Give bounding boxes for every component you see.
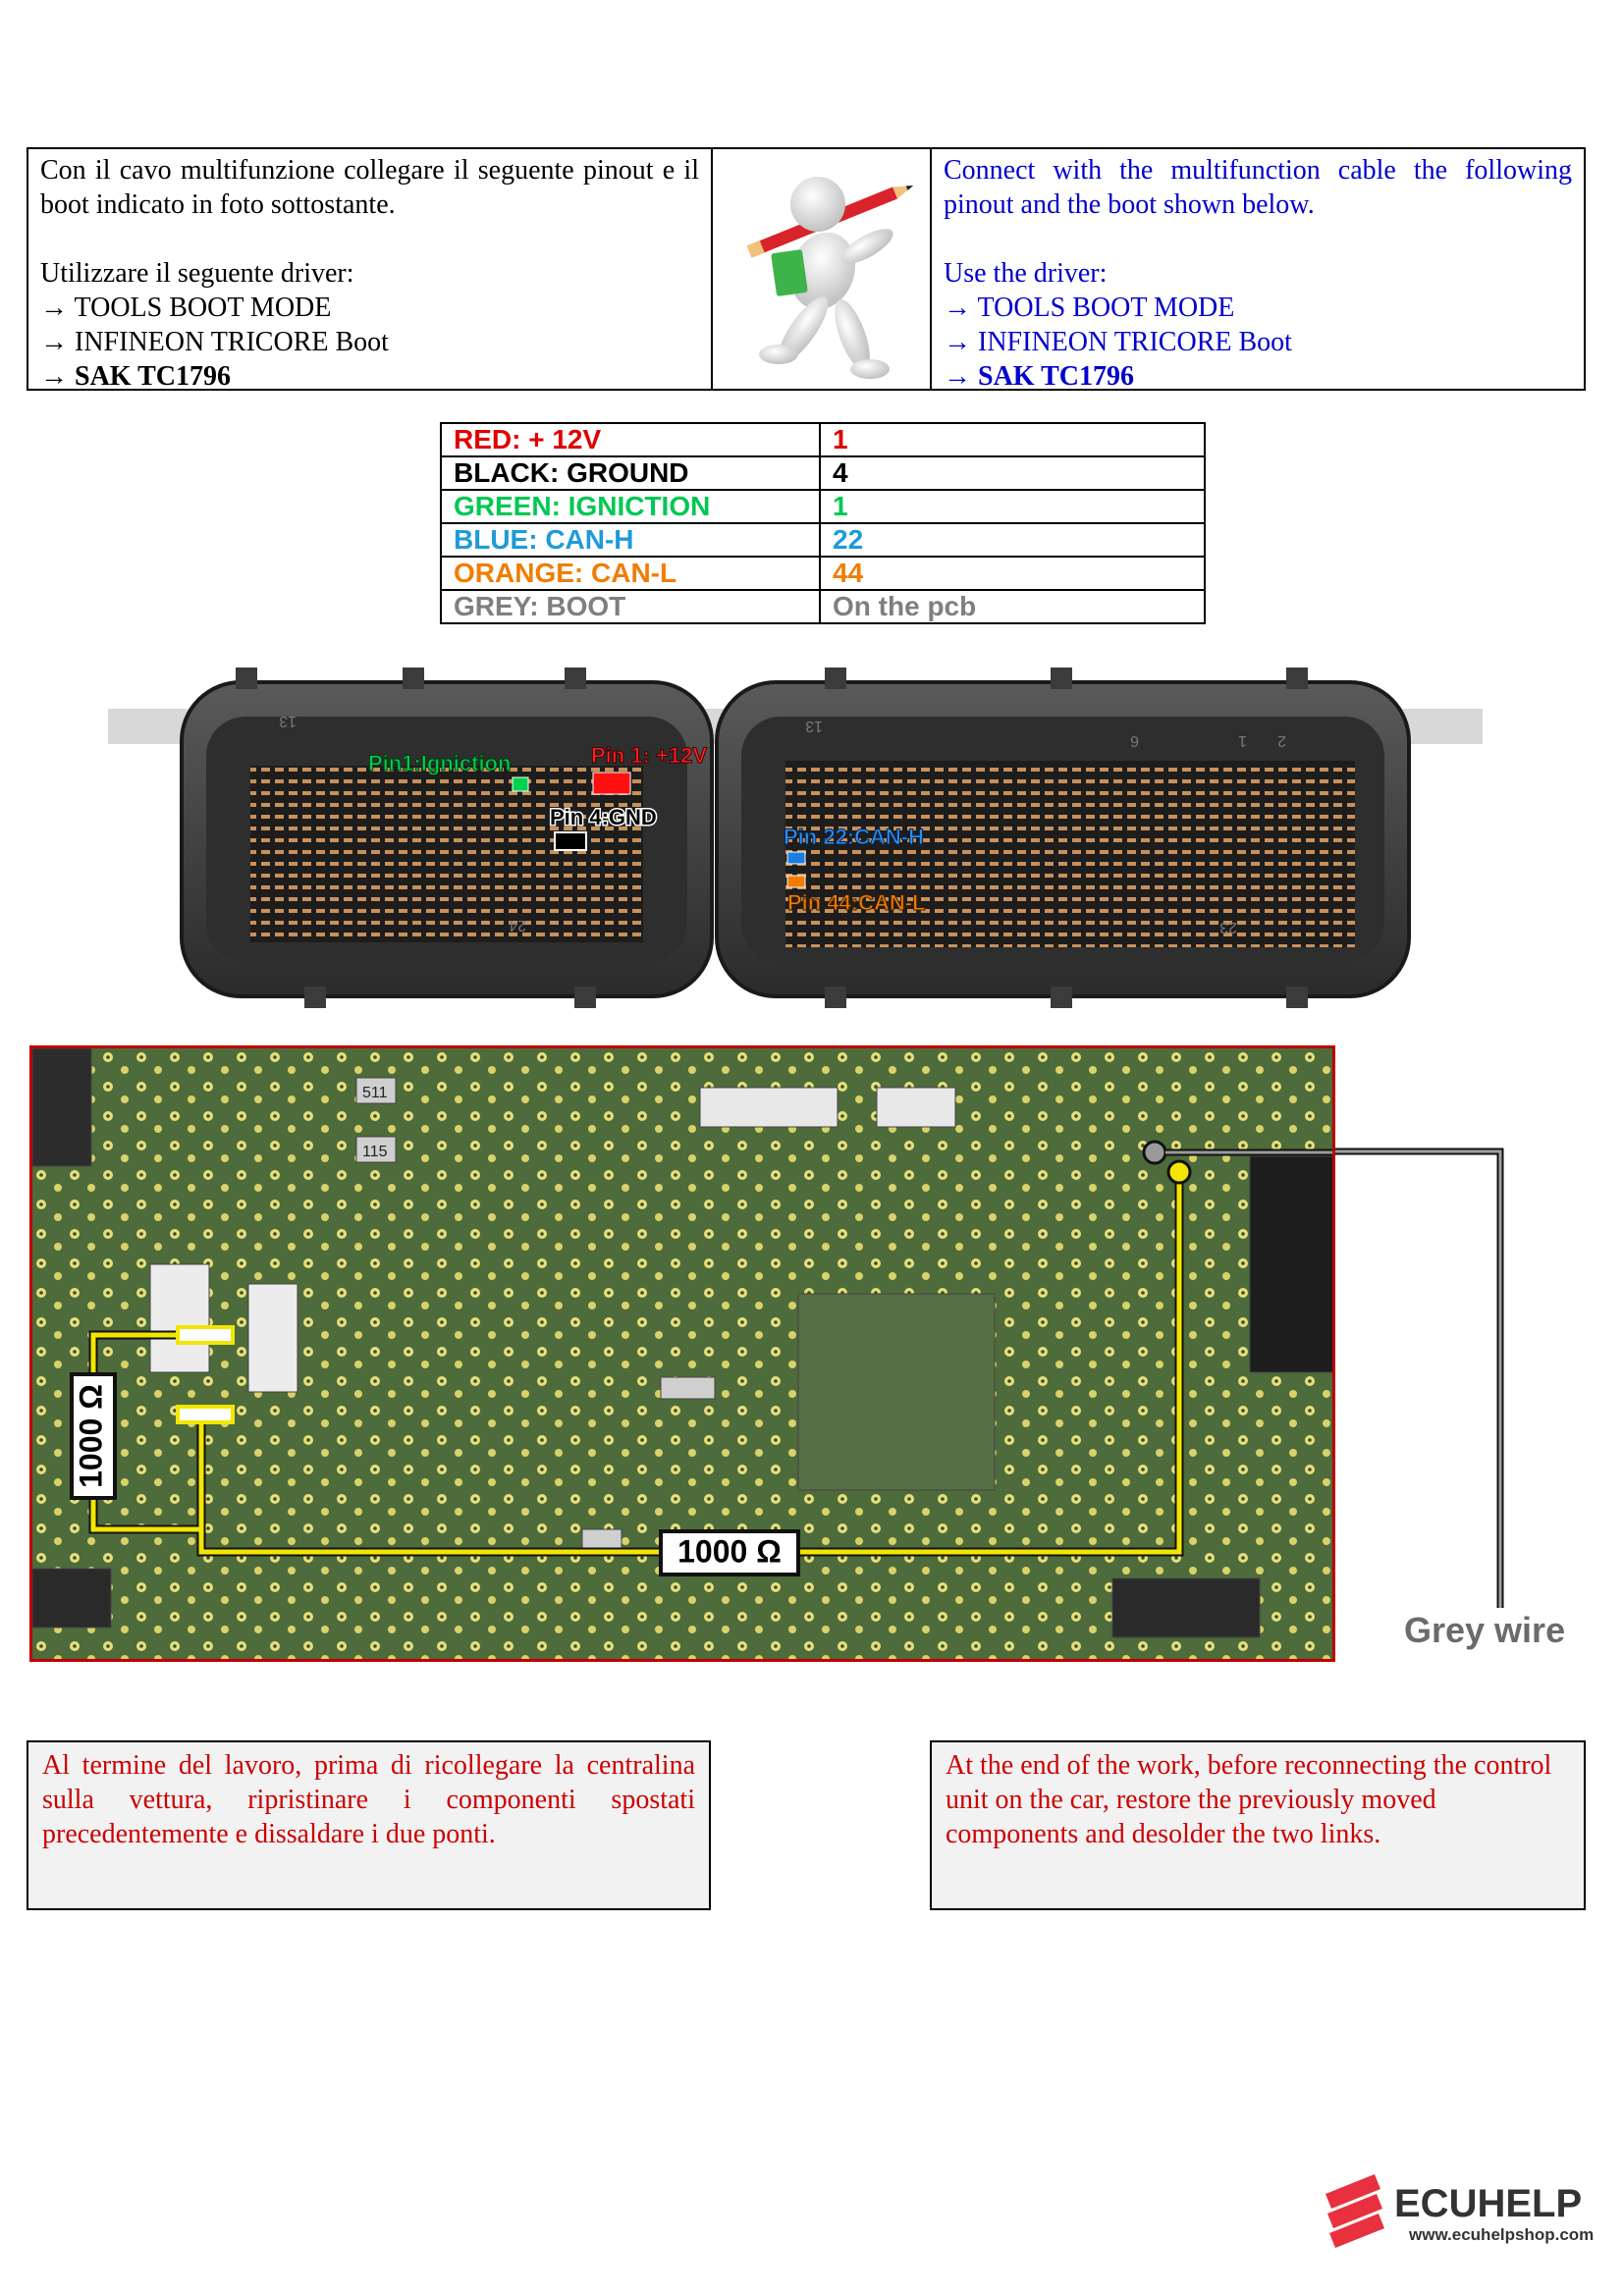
pinout-wire-label: BLUE: CAN-H — [440, 522, 821, 558]
pcb-photo: 511 115 1000 Ω 1000 Ω — [29, 1045, 1335, 1662]
pinout-pin-value: 22 — [819, 522, 1206, 558]
pinout-pin-value: 1 — [819, 422, 1206, 457]
connector-photo: 13 13 6 1 2 23 24 Pin1:Igniction Pin 1: … — [108, 667, 1483, 1008]
pinout-wire-label: GREEN: IGNICTION — [440, 489, 821, 524]
running-figure-icon — [746, 177, 914, 379]
pin-label-can-h: Pin 22:CAN-H — [784, 825, 924, 849]
mold-number: 13 — [279, 713, 297, 729]
pin-label-ground: Pin 4:GND — [550, 805, 657, 829]
note-english: At the end of the work, before reconnect… — [930, 1740, 1586, 1910]
pin-marker-can-l — [786, 875, 806, 888]
ecuhelp-logo: ECUHELP www.ecuhelpshop.com — [1316, 2160, 1610, 2258]
pin-marker-ignition — [512, 776, 529, 792]
english-intro: Connect with the multifunction cable the… — [944, 155, 1572, 220]
pinout-wire-label: ORANGE: CAN-L — [440, 556, 821, 591]
grey-wire-label: Grey wire — [1404, 1610, 1566, 1650]
english-step: → SAK TC1796 — [944, 361, 1134, 392]
english-step: → INFINEON TRICORE Boot — [944, 327, 1292, 357]
italian-driver-heading: Utilizzare il seguente driver: — [40, 258, 354, 289]
pcb-drawing: 511 115 1000 Ω 1000 Ω — [32, 1048, 1332, 1659]
pin-label-power: Pin 1: +12V — [591, 743, 707, 768]
note-italian: Al termine del lavoro, prima di ricolleg… — [27, 1740, 711, 1910]
english-driver-heading: Use the driver: — [944, 258, 1108, 289]
pin-label-can-l: Pin 44:CAN-L — [787, 890, 926, 915]
grey-wire-point — [1142, 1140, 1167, 1165]
pinout-pin-value: 44 — [819, 556, 1206, 591]
illustration-cell — [713, 149, 932, 389]
logo-url: www.ecuhelpshop.com — [1408, 2225, 1594, 2244]
resistor-value-vertical: 1000 Ω — [73, 1384, 108, 1488]
grey-wire-line — [1335, 1148, 1504, 1608]
italian-step: → TOOLS BOOT MODE — [40, 293, 332, 323]
mold-number: 2 — [1277, 732, 1286, 749]
pin-marker-can-h — [786, 851, 806, 865]
mold-number: 6 — [1130, 732, 1139, 749]
boot-pad — [176, 1405, 235, 1424]
instructions-italian: Con il cavo multifunzione collegare il s… — [28, 149, 713, 392]
italian-intro: Con il cavo multifunzione collegare il s… — [40, 155, 699, 220]
italian-step: → SAK TC1796 — [40, 361, 231, 392]
instruction-table: Con il cavo multifunzione collegare il s… — [27, 147, 1586, 392]
boot-point-yellow — [1166, 1159, 1192, 1185]
pinout-pin-value: 1 — [819, 489, 1206, 524]
ecuhelp-logo-icon: ECUHELP www.ecuhelpshop.com — [1325, 2174, 1594, 2248]
instructions-english: Connect with the multifunction cable the… — [932, 149, 1584, 392]
resistor-label-vertical — [70, 1372, 117, 1500]
pinout-wire-label: RED: + 12V — [440, 422, 821, 457]
pin-marker-power — [592, 772, 631, 795]
pinout-pin-value: On the pcb — [819, 589, 1206, 624]
mold-number: 13 — [805, 718, 823, 734]
chip-mark: 511 — [362, 1085, 388, 1101]
mold-number: 24 — [509, 917, 526, 934]
italian-step: → INFINEON TRICORE Boot — [40, 327, 389, 357]
pin-marker-ground — [554, 831, 587, 851]
pinout-wire-label: GREY: BOOT — [440, 589, 821, 624]
pin-label-ignition: Pin1:Igniction — [368, 751, 511, 775]
mold-number: 23 — [1219, 919, 1237, 935]
pinout-wire-label: BLACK: GROUND — [440, 455, 821, 491]
pinout-pin-value: 4 — [819, 455, 1206, 491]
boot-pad — [176, 1325, 235, 1345]
logo-wordmark: ECUHELP — [1394, 2182, 1582, 2225]
english-step: → TOOLS BOOT MODE — [944, 293, 1235, 323]
resistor-label-horizontal — [659, 1529, 800, 1576]
mold-number: 1 — [1238, 732, 1247, 749]
chip-mark: 115 — [362, 1144, 388, 1160]
resistor-value-horizontal: 1000 Ω — [677, 1533, 782, 1569]
